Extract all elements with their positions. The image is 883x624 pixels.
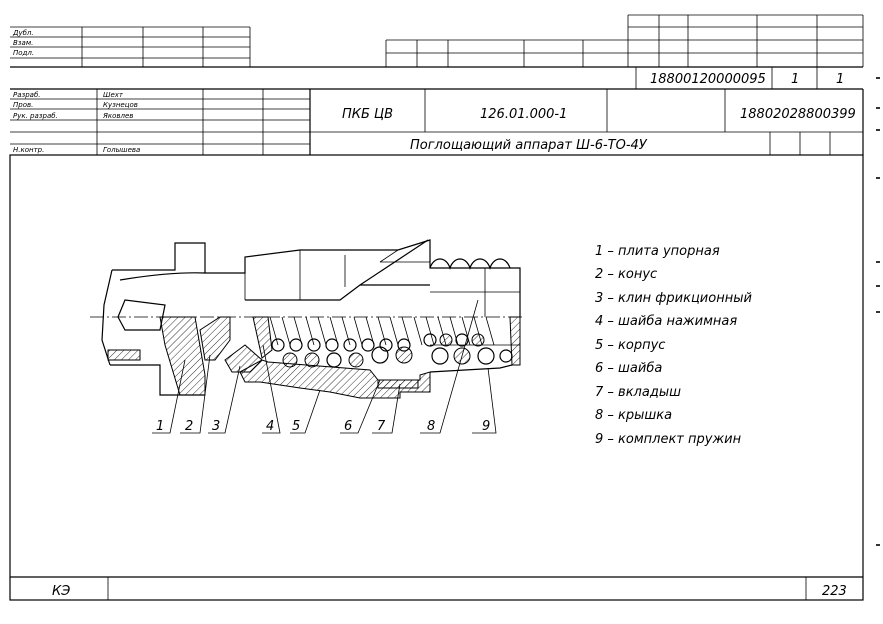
legend-item-3: 3 – клин фрикционный — [595, 291, 752, 306]
name-4: Голышева — [103, 146, 140, 154]
doc-code: 18800120000095 — [650, 72, 766, 87]
callout-9: 9 — [482, 419, 490, 434]
callout-6: 6 — [344, 419, 352, 434]
callout-7: 7 — [377, 419, 386, 434]
code2: 18802028800399 — [740, 107, 856, 122]
callout-1: 1 — [156, 419, 164, 434]
top-stamp — [10, 14, 864, 155]
legend-item-8: 8 – крышка — [595, 408, 672, 423]
label-podl: Подл. — [13, 49, 34, 57]
designation: 126.01.000-1 — [480, 107, 567, 122]
organization: ПКБ ЦВ — [342, 107, 393, 122]
legend-item-6: 6 – шайба — [595, 361, 662, 376]
edge-marks — [876, 77, 880, 546]
callout-2: 2 — [185, 419, 193, 434]
sheet-number: 1 — [791, 72, 799, 87]
spring-coils — [269, 316, 513, 368]
sheets-total: 1 — [836, 72, 844, 87]
label-vzam: Взам. — [13, 39, 33, 47]
legend-item-2: 2 – конус — [595, 267, 657, 282]
footer-doc-type: КЭ — [52, 584, 70, 599]
label-dubl: Дубл. — [12, 29, 34, 37]
callout-5: 5 — [292, 419, 300, 434]
callout-3: 3 — [212, 419, 220, 434]
name-2: Яковлев — [102, 112, 133, 120]
role-0: Разраб. — [13, 91, 41, 99]
main-frame — [9, 154, 864, 601]
legend-item-5: 5 – корпус — [595, 338, 665, 353]
leaders — [152, 299, 497, 434]
role-1: Пров. — [13, 101, 33, 109]
legend-item-4: 4 – шайба нажимная — [595, 314, 737, 329]
legend-item-7: 7 – вкладыш — [595, 385, 681, 400]
assembly-drawing — [90, 239, 525, 434]
legend-item-1: 1 – плита упорная — [595, 244, 720, 259]
callout-8: 8 — [427, 419, 435, 434]
footer-page: 223 — [822, 584, 847, 599]
parts-legend: 1 – плита упорная 2 – конус 3 – клин фри… — [595, 244, 752, 447]
name-0: Шехт — [103, 91, 124, 99]
role-2: Рук. разраб. — [13, 112, 58, 120]
legend-item-9: 9 – комплект пружин — [595, 432, 742, 447]
stamp-left-labels: Дубл. Взам. Подл. — [12, 29, 34, 57]
title: Поглощающий аппарат Ш-6-ТО-4У — [410, 138, 648, 153]
name-1: Кузнецов — [103, 101, 138, 109]
role-4: Н.контр. — [13, 146, 44, 154]
callouts: 1 2 3 4 5 6 7 8 9 — [156, 419, 490, 434]
roles: Разраб. Шехт Пров. Кузнецов Рук. разраб.… — [13, 91, 140, 154]
callout-4: 4 — [266, 419, 274, 434]
